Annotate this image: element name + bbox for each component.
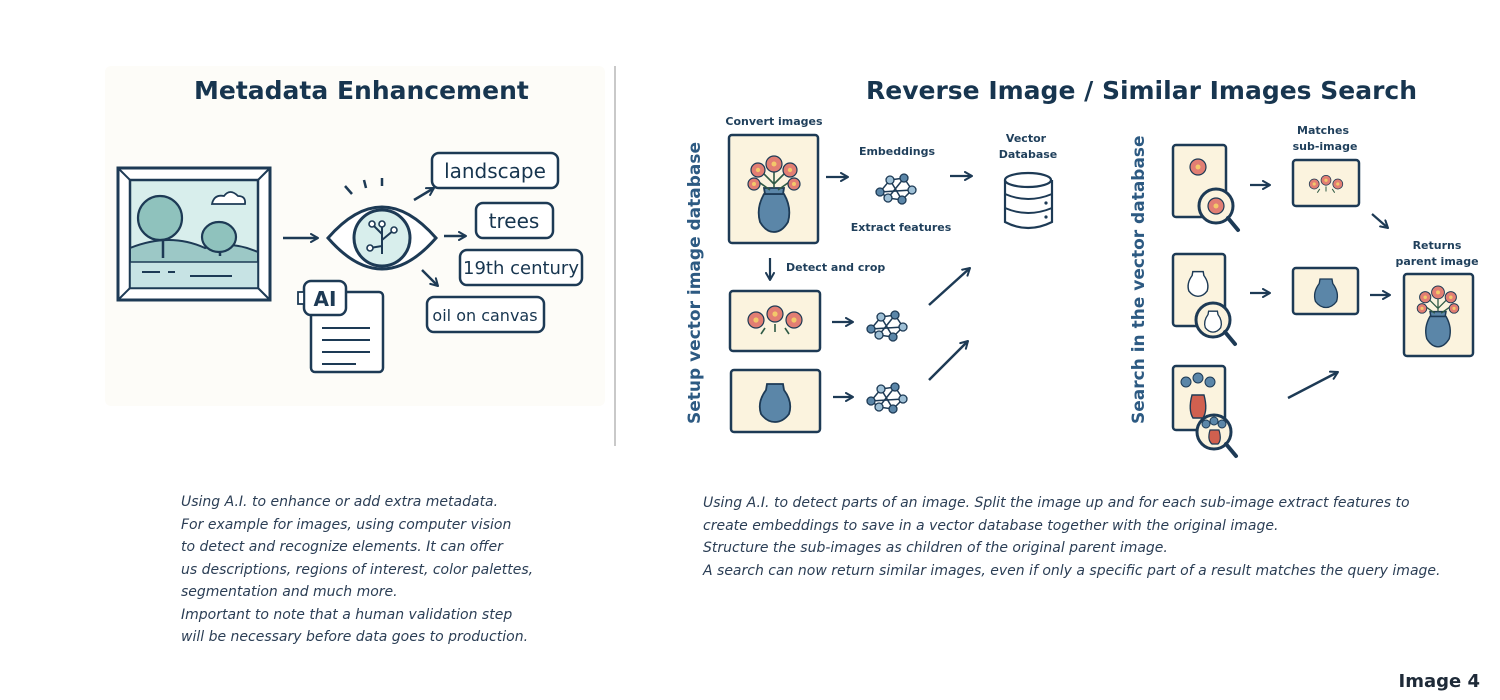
description-line: Using A.I. to detect parts of an image. … bbox=[703, 495, 1410, 511]
tag-19th-century: 19th century bbox=[458, 248, 584, 287]
search-vertical-label: Search in the vector database bbox=[1129, 135, 1149, 424]
matches-label-line2: sub-image bbox=[1293, 140, 1358, 153]
description-line: A search can now return similar images, … bbox=[703, 562, 1441, 579]
arrow-icon bbox=[928, 340, 969, 381]
arrow-icon bbox=[1371, 213, 1389, 229]
reverse-search-title: Reverse Image / Similar Images Search bbox=[866, 76, 1418, 105]
convert-images-label: Convert images bbox=[725, 115, 823, 128]
returned-parent-image bbox=[1402, 272, 1475, 358]
panel-divider bbox=[614, 66, 616, 446]
description-line: Structure the sub-images as children of … bbox=[703, 540, 1168, 556]
matches-label-line1: Matches bbox=[1297, 124, 1349, 137]
description-line: to detect and recognize elements. It can… bbox=[181, 539, 503, 555]
arrow-icon bbox=[421, 269, 439, 287]
matched-sub-image bbox=[1291, 158, 1361, 208]
arrow-icon bbox=[928, 267, 971, 306]
returns-label-line1: Returns bbox=[1413, 239, 1462, 252]
image-number-label: Image 4 bbox=[1398, 671, 1480, 692]
flower-vase-image-icon bbox=[727, 133, 820, 245]
query-blue-flowers-image bbox=[1171, 364, 1238, 458]
embeddings-label: Embeddings bbox=[859, 145, 936, 158]
database-icon bbox=[1003, 171, 1054, 230]
description-line: us descriptions, regions of interest, co… bbox=[181, 561, 534, 578]
diagram-illustration: landscape trees 19th century oil on canv… bbox=[116, 115, 1479, 458]
svg-text:oil on canvas: oil on canvas bbox=[432, 306, 537, 325]
ai-eye-icon bbox=[326, 178, 438, 271]
svg-text:AI: AI bbox=[314, 287, 337, 311]
metadata-title: Metadata Enhancement bbox=[194, 76, 529, 105]
svg-text:trees: trees bbox=[489, 209, 540, 233]
setup-vertical-label: Setup vector image database bbox=[685, 142, 705, 424]
metadata-description: Using A.I. to enhance or add extra metad… bbox=[181, 491, 533, 649]
tag-trees: trees bbox=[474, 201, 555, 240]
svg-text:19th century: 19th century bbox=[463, 258, 579, 279]
svg-text:landscape: landscape bbox=[444, 159, 546, 183]
framed-landscape-painting-icon bbox=[116, 166, 272, 302]
reverse-search-description: Using A.I. to detect parts of an image. … bbox=[703, 492, 1440, 582]
description-line: create embeddings to save in a vector da… bbox=[703, 517, 1279, 534]
description-line: will be necessary before data goes to pr… bbox=[181, 629, 529, 645]
neural-network-icon bbox=[866, 310, 908, 342]
vector-database-label-line2: Database bbox=[999, 148, 1058, 161]
flowers-crop-image bbox=[728, 289, 822, 353]
matched-vase-image bbox=[1291, 266, 1360, 316]
tag-landscape: landscape bbox=[430, 151, 560, 190]
neural-network-icon bbox=[875, 173, 917, 205]
description-line: For example for images, using computer v… bbox=[181, 516, 512, 533]
vector-database-label-line1: Vector bbox=[1006, 132, 1047, 145]
vase-crop-image bbox=[729, 368, 822, 434]
ai-document-icon: AI bbox=[297, 279, 385, 374]
description-line: segmentation and much more. bbox=[181, 584, 398, 600]
query-flower-image bbox=[1171, 143, 1240, 232]
description-line: Using A.I. to enhance or add extra metad… bbox=[181, 494, 499, 510]
detect-crop-label: Detect and crop bbox=[786, 261, 885, 274]
returns-label-line2: parent image bbox=[1395, 255, 1478, 268]
extract-features-label: Extract features bbox=[851, 221, 952, 234]
query-vase-image bbox=[1171, 252, 1237, 346]
description-line: Important to note that a human validatio… bbox=[181, 606, 513, 623]
neural-network-icon bbox=[866, 382, 908, 414]
tag-oil-on-canvas: oil on canvas bbox=[425, 295, 546, 334]
arrow-icon bbox=[1287, 370, 1339, 400]
arrow-icon bbox=[413, 186, 435, 202]
